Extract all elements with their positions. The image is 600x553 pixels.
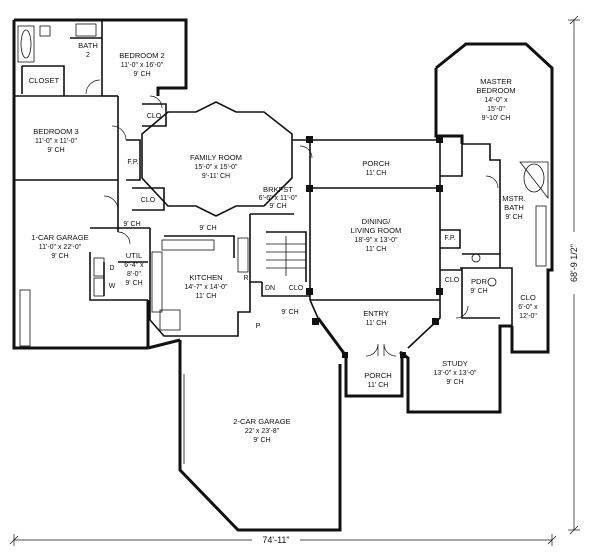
garage1-ceiling: 9' CH <box>51 253 68 260</box>
ch-tag-entry-hall: 9' CH <box>281 309 298 316</box>
r-tag: R <box>243 275 248 282</box>
clo-tag-pdr: CLO <box>445 277 460 284</box>
brkfst-ceiling: 9' CH <box>269 203 286 210</box>
fixtures <box>17 23 549 464</box>
clo-master-size2: 12'-0" <box>519 313 537 320</box>
kitchen-ceiling: 11' CH <box>196 293 217 300</box>
porch-top-name: PORCH <box>362 159 389 168</box>
w-tag: W <box>109 283 116 290</box>
overall-width-label: 74'-11" <box>262 535 289 545</box>
util-size1: 6'-4" x <box>124 262 144 269</box>
kitchen-name: KITCHEN <box>189 273 222 282</box>
dining-name: DINING/ <box>362 217 392 226</box>
dining-name2: LIVING ROOM <box>351 226 402 235</box>
util-size2: 8'-0" <box>127 271 141 278</box>
clo-tag-b: CLO <box>141 197 156 204</box>
bedroom2-name: BEDROOM 2 <box>119 51 165 60</box>
master-name: MASTER <box>480 77 512 86</box>
stairs <box>266 236 306 276</box>
width-dimension: 74'-11" <box>9 532 557 546</box>
bedroom2-ceiling: 9' CH <box>133 71 150 78</box>
porch-front-name: PORCH <box>364 371 391 380</box>
fp-tag-family: F.P. <box>127 159 138 166</box>
dining-ceiling: 11' CH <box>366 246 387 253</box>
garage2-ceiling: 9' CH <box>253 437 270 444</box>
room-labels: BATH 2 BEDROOM 2 11'-0" x 16'-0" 9' CH C… <box>29 41 538 444</box>
entry-name: ENTRY <box>363 309 389 318</box>
clo-tag-a: CLO <box>147 113 162 120</box>
master-ceiling: 9'-10' CH <box>482 115 511 122</box>
pdr-ceiling: 9' CH <box>470 288 487 295</box>
family-ceiling: 9'-11' CH <box>202 173 230 180</box>
bedroom3-size: 11'-0" x 11'-0" <box>35 138 78 145</box>
brkfst-size: 6'-6" x 11'-0" <box>259 195 298 202</box>
dn-tag: DN <box>265 285 275 292</box>
family-size: 15'-0" x 15'-0" <box>194 164 238 171</box>
entry-ceiling: 11' CH <box>366 320 387 327</box>
study-size: 13'-0" x 13'-0" <box>433 370 477 377</box>
util-name: UTIL <box>126 251 142 260</box>
garage2-size: 22' x 23'-8" <box>245 428 280 435</box>
doors <box>85 79 499 357</box>
fp-tag-dining: F.P. <box>444 235 455 242</box>
structural-posts <box>306 136 443 358</box>
p-tag: P <box>256 323 261 330</box>
clo-master-name: CLO <box>520 293 536 302</box>
family-name: FAMILY ROOM <box>190 153 242 162</box>
brkfst-name: BRKFST <box>263 185 293 194</box>
exterior-walls <box>12 18 554 532</box>
master-name2: BEDROOM <box>476 86 515 95</box>
bath2-number: 2 <box>86 52 90 59</box>
closet-name: CLOSET <box>29 76 60 85</box>
ch-tag-hall: 9' CH <box>123 221 140 228</box>
porch-front-ceiling: 11' CH <box>368 382 389 389</box>
garage1-name: 1-CAR GARAGE <box>31 233 88 242</box>
overall-depth-label: 68'-9 1/2" <box>569 244 579 282</box>
bedroom3-name: BEDROOM 3 <box>33 127 79 136</box>
master-size2: 15'-0" <box>487 106 505 113</box>
small-tags: CLO CLO CLO CLO F.P. F.P. 9' CH 9' CH 9'… <box>109 113 460 330</box>
dining-size: 18'-9" x 13'-0" <box>354 237 398 244</box>
mstr-bath-ceiling: 9' CH <box>505 214 522 221</box>
clo-master-size1: 6'-0" x <box>518 304 538 311</box>
depth-dimension: 68'-9 1/2" <box>566 15 582 535</box>
bath2-name: BATH <box>78 41 98 50</box>
clo-tag-c: CLO <box>289 285 304 292</box>
porch-top-ceiling: 11' CH <box>366 170 387 177</box>
d-tag: D <box>109 265 114 272</box>
study-ceiling: 9' CH <box>446 379 463 386</box>
bedroom2-size: 11'-0" x 16'-0" <box>121 62 164 69</box>
bedroom3-ceiling: 9' CH <box>47 147 64 154</box>
pdr-name: PDR <box>471 277 488 286</box>
study-name: STUDY <box>442 359 468 368</box>
master-size1: 14'-0" x <box>484 97 508 104</box>
kitchen-size: 14'-7" x 14'-0" <box>184 284 228 291</box>
util-ceiling: 9' CH <box>125 280 142 287</box>
mstr-bath-name2: BATH <box>504 203 524 212</box>
mstr-bath-name: MSTR. <box>502 194 526 203</box>
garage1-size: 11'-0" x 22'-0" <box>39 244 82 251</box>
garage2-name: 2-CAR GARAGE <box>233 417 290 426</box>
ch-tag-family-low: 9' CH <box>199 225 216 232</box>
